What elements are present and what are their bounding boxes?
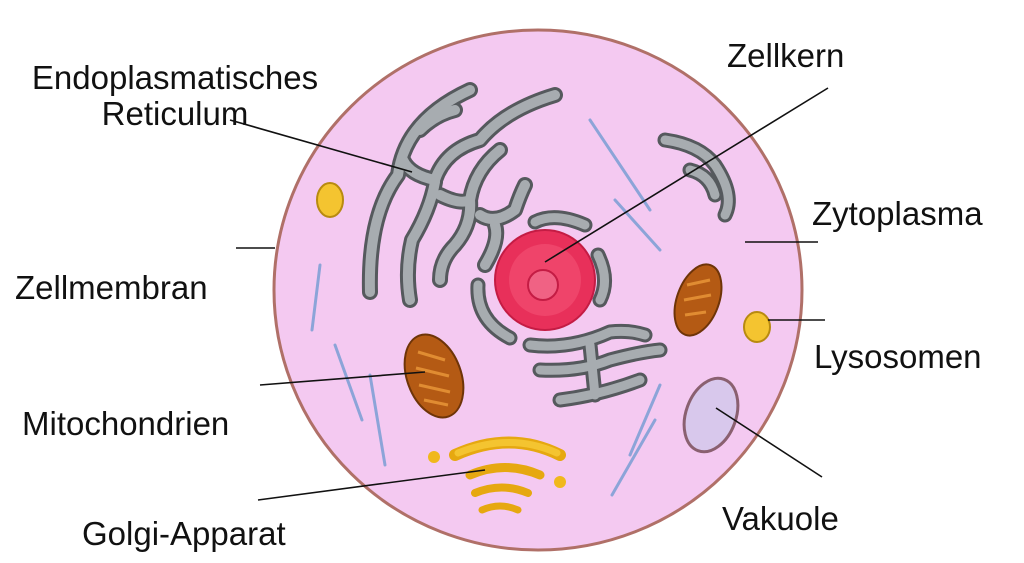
mitochondrion-right [673,263,723,337]
label-golgi: Golgi-Apparat [82,515,286,552]
label-endoplasmic-reticulum: Endoplasmatisches Reticulum [5,60,345,132]
label-vacuole: Vakuole [722,500,839,537]
lysosome-shape [743,311,771,343]
label-er-line1: Endoplasmatisches [31,59,319,96]
cytoskeleton-fibers [310,118,662,497]
leader-line-vacuole [715,407,823,478]
leader-line-golgi [257,469,486,501]
mitochondrion-left [403,333,465,419]
endoplasmic-reticulum-shape [361,82,563,308]
label-er-line2: Reticulum [101,95,249,132]
leader-lines [229,87,829,501]
label-cytoplasm: Zytoplasma [812,195,983,232]
label-cell-membrane: Zellmembran [15,269,208,306]
lysosome-shape [316,182,344,218]
golgi-vesicle [428,451,440,463]
label-nucleus: Zellkern [727,37,845,74]
label-mitochondria: Mitochondrien [22,405,230,442]
vacuole-shape [682,376,740,454]
endoplasmic-reticulum-shape-inner [470,132,736,408]
leader-line-nucleus [544,87,829,263]
golgi-apparatus-shape [449,436,566,514]
label-lysosomes: Lysosomen [814,338,982,375]
leader-line-mitochondria [259,371,426,386]
nucleolus-shape [527,269,559,301]
leader-line-er [229,119,413,173]
golgi-vesicle [554,476,566,488]
